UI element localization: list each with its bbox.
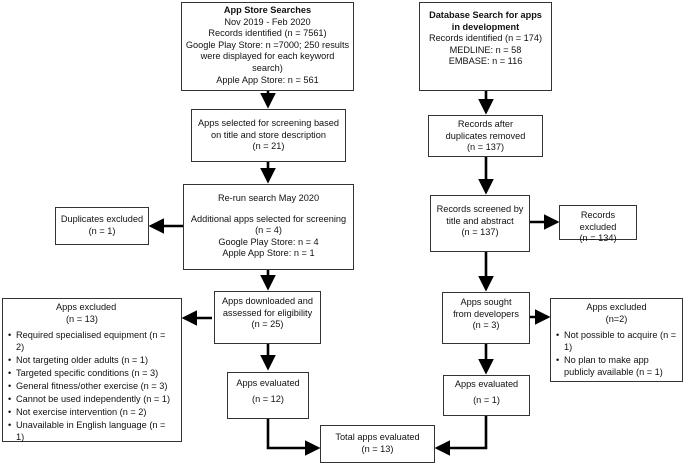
rerun-line: Apple App Store: n = 1 xyxy=(222,248,315,259)
database-line: MEDLINE: n = 58 xyxy=(449,44,522,55)
apps-downloaded-line: (n = 25) xyxy=(251,319,284,330)
app-store-searches-box: App Store Searches Nov 2019 - Feb 2020 R… xyxy=(181,2,354,91)
apps-selected-line: on title and store description xyxy=(211,129,326,140)
database-search-box: Database Search for apps in development … xyxy=(419,2,552,91)
apps-selected-line: Apps selected for screening based xyxy=(198,118,339,128)
records-after-line: Records after xyxy=(457,119,514,129)
total-apps-line: (n = 13) xyxy=(361,443,394,454)
total-apps-evaluated-box: Total apps evaluated (n = 13) xyxy=(320,425,435,463)
apps-excluded-left-title: Apps excluded xyxy=(56,302,117,312)
rerun-line: Re-run search May 2020 xyxy=(217,193,320,203)
app-store-line: Records identified (n = 7561) xyxy=(208,28,327,39)
database-line: EMBASE: n = 116 xyxy=(448,56,523,67)
apps-downloaded-line: assessed for eligibility xyxy=(222,307,313,318)
records-screened-line: title and abstract xyxy=(446,215,514,226)
records-screened-box: Records screened by title and abstract (… xyxy=(430,195,530,252)
records-excluded-line: (n = 134) xyxy=(579,233,617,244)
apps-selected-box: Apps selected for screening based on tit… xyxy=(191,109,346,162)
apps-sought-line: Apps sought xyxy=(460,297,512,307)
exclusion-reason-item: Cannot be used independently (n = 1) xyxy=(8,394,176,406)
exclusion-reason-item: Unavailable in English language (n = 1) xyxy=(8,420,176,443)
apps-excluded-left-count: (n = 13) xyxy=(66,313,98,324)
apps-excluded-right-count: (n=2) xyxy=(605,313,628,324)
records-screened-line: Records screened by xyxy=(436,204,524,214)
exclusion-reason-list-right: Not possible to acquire (n = 1) No plan … xyxy=(556,330,677,378)
apps-downloaded-line: Apps downloaded and xyxy=(222,296,313,306)
database-search-title: in development xyxy=(451,21,520,32)
apps-evaluated-left-line: (n = 12) xyxy=(252,393,284,404)
exclusion-reason-item: General fitness/other exercise (n = 3) xyxy=(8,381,176,393)
apps-excluded-right-title: Apps excluded xyxy=(586,302,647,312)
app-store-line: Google Play Store: n =7000; 250 results xyxy=(185,39,350,50)
apps-excluded-left-box: Apps excluded (n = 13) Required speciali… xyxy=(2,298,182,442)
apps-evaluated-right-line: (n = 1) xyxy=(473,394,500,405)
records-after-line: (n = 137) xyxy=(466,142,505,153)
apps-sought-line: from developers xyxy=(453,308,519,319)
records-after-line: duplicates removed xyxy=(445,130,526,141)
rerun-search-box: Re-run search May 2020 Additional apps s… xyxy=(183,184,354,270)
app-store-line: Nov 2019 - Feb 2020 xyxy=(224,16,311,27)
exclusion-reason-item: Targeted specific conditions (n = 3) xyxy=(8,368,176,380)
apps-evaluated-left-box: Apps evaluated (n = 12) xyxy=(227,372,309,419)
apps-sought-box: Apps sought from developers (n = 3) xyxy=(442,292,530,344)
arrow-right-evaluated-to-total xyxy=(434,416,488,456)
total-apps-line: Total apps evaluated xyxy=(335,432,420,442)
exclusion-reason-item: No plan to make app publicly available (… xyxy=(556,355,677,378)
apps-evaluated-right-box: Apps evaluated (n = 1) xyxy=(443,375,530,416)
apps-evaluated-right-line: Apps evaluated xyxy=(454,379,519,389)
rerun-line: Google Play Store: n = 4 xyxy=(218,236,319,247)
database-line: Records identified (n = 174) xyxy=(428,33,543,44)
exclusion-reason-list: Required specialised equipment (n = 2) N… xyxy=(8,330,176,443)
exclusion-reason-item: Not possible to acquire (n = 1) xyxy=(556,330,677,353)
duplicates-excluded-box: Duplicates excluded (n = 1) xyxy=(55,207,149,245)
app-store-searches-title: App Store Searches xyxy=(223,5,312,15)
arrow-left-evaluated-to-total xyxy=(266,419,321,456)
duplicates-line: Duplicates excluded xyxy=(60,214,144,224)
database-search-title: Database Search for apps xyxy=(429,10,542,20)
app-store-line: were displayed for each keyword search) xyxy=(200,51,335,73)
records-screened-line: (n = 137) xyxy=(461,227,499,238)
records-after-duplicates-box: Records after duplicates removed (n = 13… xyxy=(428,115,543,157)
app-store-line: Apple App Store: n = 561 xyxy=(216,74,319,85)
apps-selected-line: (n = 21) xyxy=(252,141,285,152)
exclusion-reason-item: Not targeting older adults (n = 1) xyxy=(8,355,176,367)
records-excluded-line: Records excluded xyxy=(579,210,617,232)
exclusion-reason-item: Not exercise intervention (n = 2) xyxy=(8,407,176,419)
apps-evaluated-left-line: Apps evaluated xyxy=(236,378,300,388)
exclusion-reason-item: Required specialised equipment (n = 2) xyxy=(8,330,176,353)
rerun-line: Additional apps selected for screening (… xyxy=(190,213,347,236)
apps-sought-line: (n = 3) xyxy=(472,320,500,331)
records-excluded-box: Records excluded (n = 134) xyxy=(559,205,637,243)
apps-excluded-right-box: Apps excluded (n=2) Not possible to acqu… xyxy=(550,298,683,382)
apps-downloaded-box: Apps downloaded and assessed for eligibi… xyxy=(214,291,321,344)
duplicates-line: (n = 1) xyxy=(88,225,116,236)
rerun-spacer xyxy=(187,205,350,214)
